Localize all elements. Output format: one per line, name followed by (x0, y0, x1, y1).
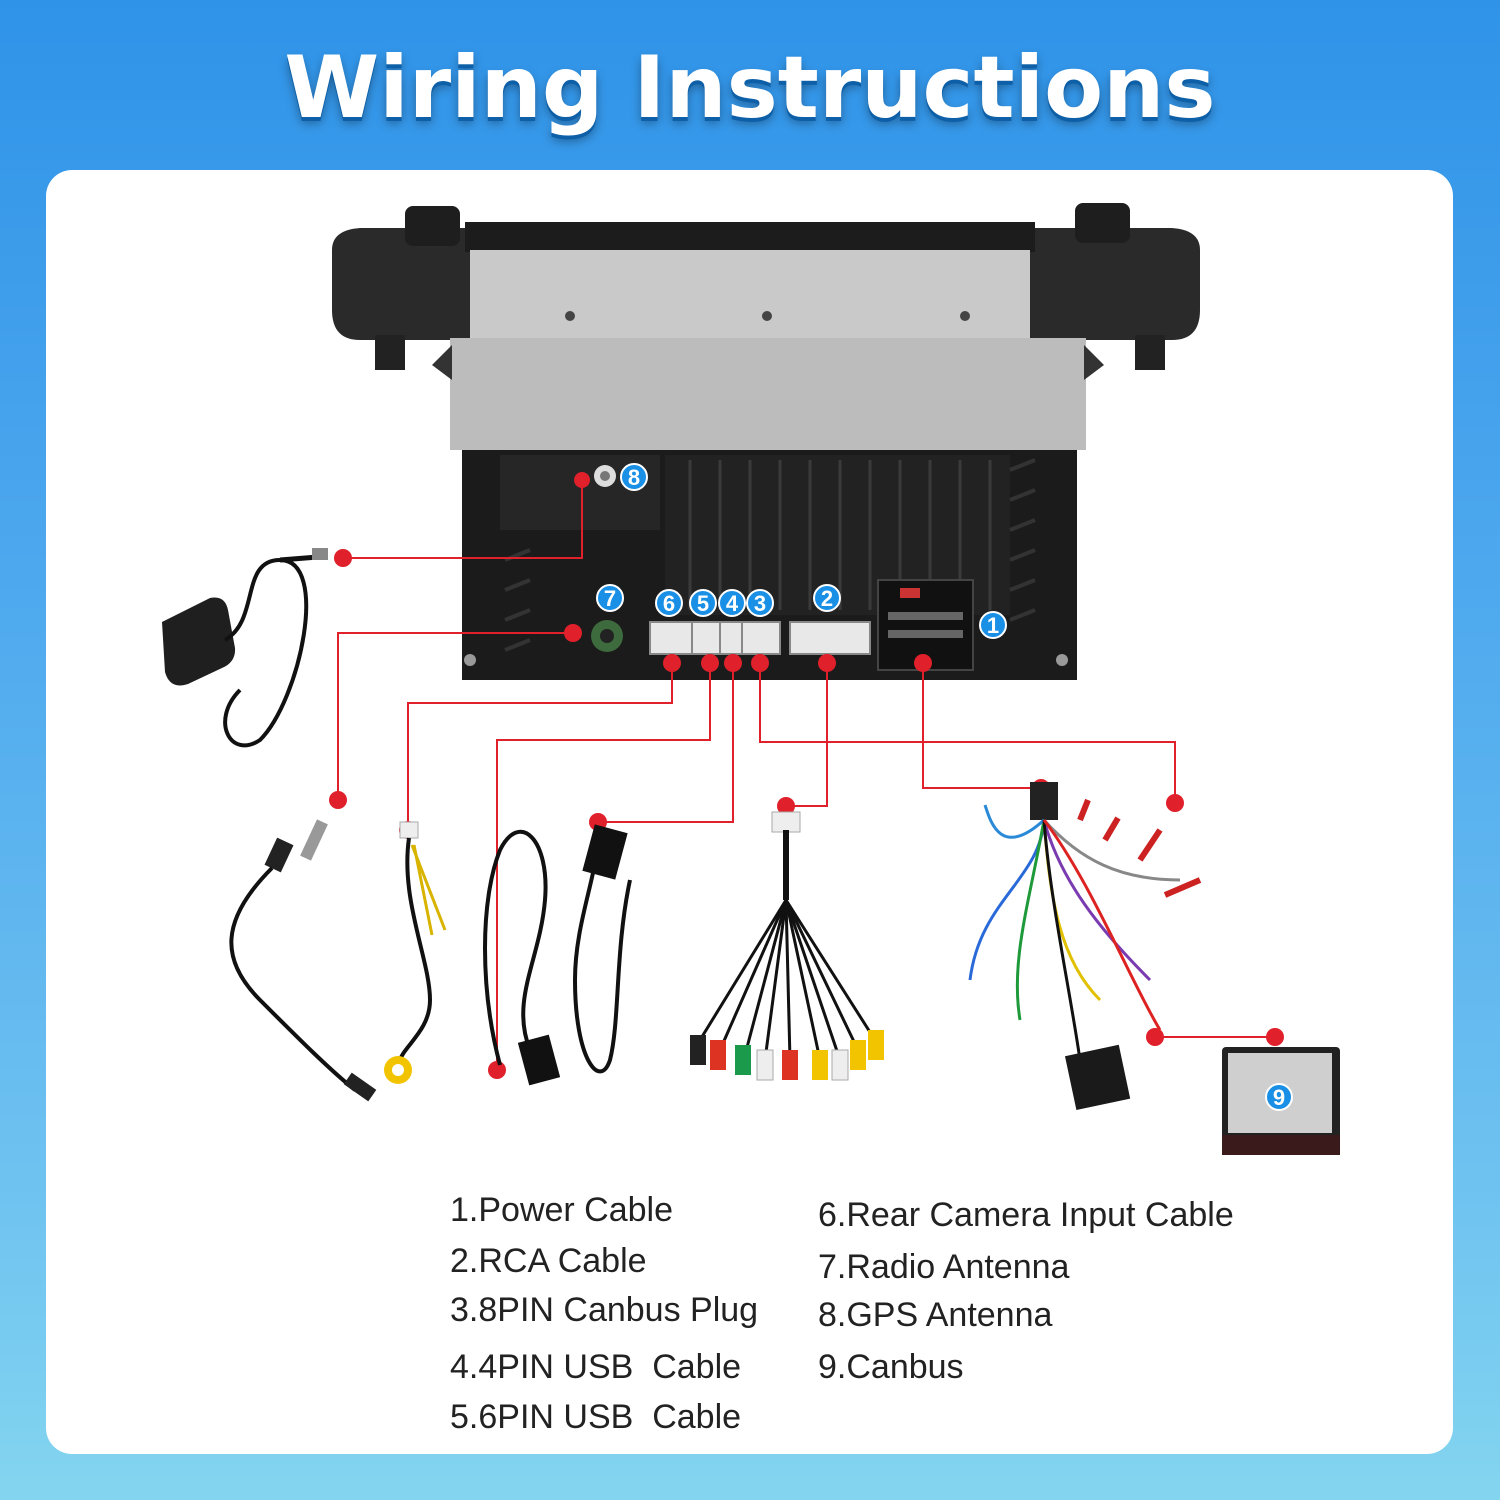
badge-3: 3 (746, 589, 774, 617)
badge-6: 6 (655, 589, 683, 617)
legend-item-rca-cable: 2.RCA Cable (450, 1242, 647, 1280)
svg-text:8: 8 (628, 465, 640, 490)
wiring-lines (337, 480, 1275, 1070)
badge-7: 7 (596, 584, 624, 612)
legend-item-canbus: 9.Canbus (818, 1348, 964, 1386)
svg-text:6: 6 (663, 591, 675, 616)
gps-antenna-illustration (162, 548, 328, 748)
rca-cable-illustration (690, 811, 884, 1081)
badge-8: 8 (620, 463, 648, 491)
legend-item-radio-antenna: 7.Radio Antenna (818, 1248, 1070, 1286)
svg-text:7: 7 (604, 586, 616, 611)
svg-text:5: 5 (697, 591, 709, 616)
legend-item-power-cable: 1.Power Cable (450, 1191, 674, 1229)
badge-2: 2 (813, 584, 841, 612)
badge-9: 9 (1265, 1083, 1293, 1111)
svg-text:2: 2 (821, 586, 833, 611)
page-title: Wiring Instructions (284, 38, 1216, 138)
svg-text:1: 1 (987, 613, 999, 638)
svg-text:3: 3 (754, 591, 766, 616)
legend-item-4pin-usb: 4.4PIN USB Cable (450, 1348, 742, 1386)
number-badges: 1 2 3 4 5 6 7 8 9 (596, 463, 1293, 1111)
legend-item-rear-camera: 6.Rear Camera Input Cable (818, 1196, 1234, 1234)
svg-text:4: 4 (726, 591, 739, 616)
badge-4: 4 (718, 589, 746, 617)
head-unit (332, 203, 1200, 680)
badge-1: 1 (979, 611, 1007, 639)
rear-camera-cable-illustration (384, 821, 447, 1084)
power-harness-illustration (968, 782, 1202, 1111)
radio-antenna-illustration (229, 819, 377, 1102)
usb-cables-illustration (483, 824, 632, 1086)
legend-item-canbus-plug: 3.8PIN Canbus Plug (450, 1291, 759, 1329)
badge-5: 5 (689, 589, 717, 617)
legend-item-6pin-usb: 5.6PIN USB Cable (450, 1398, 742, 1436)
svg-text:9: 9 (1273, 1085, 1285, 1110)
legend-item-gps-antenna: 8.GPS Antenna (818, 1296, 1053, 1334)
